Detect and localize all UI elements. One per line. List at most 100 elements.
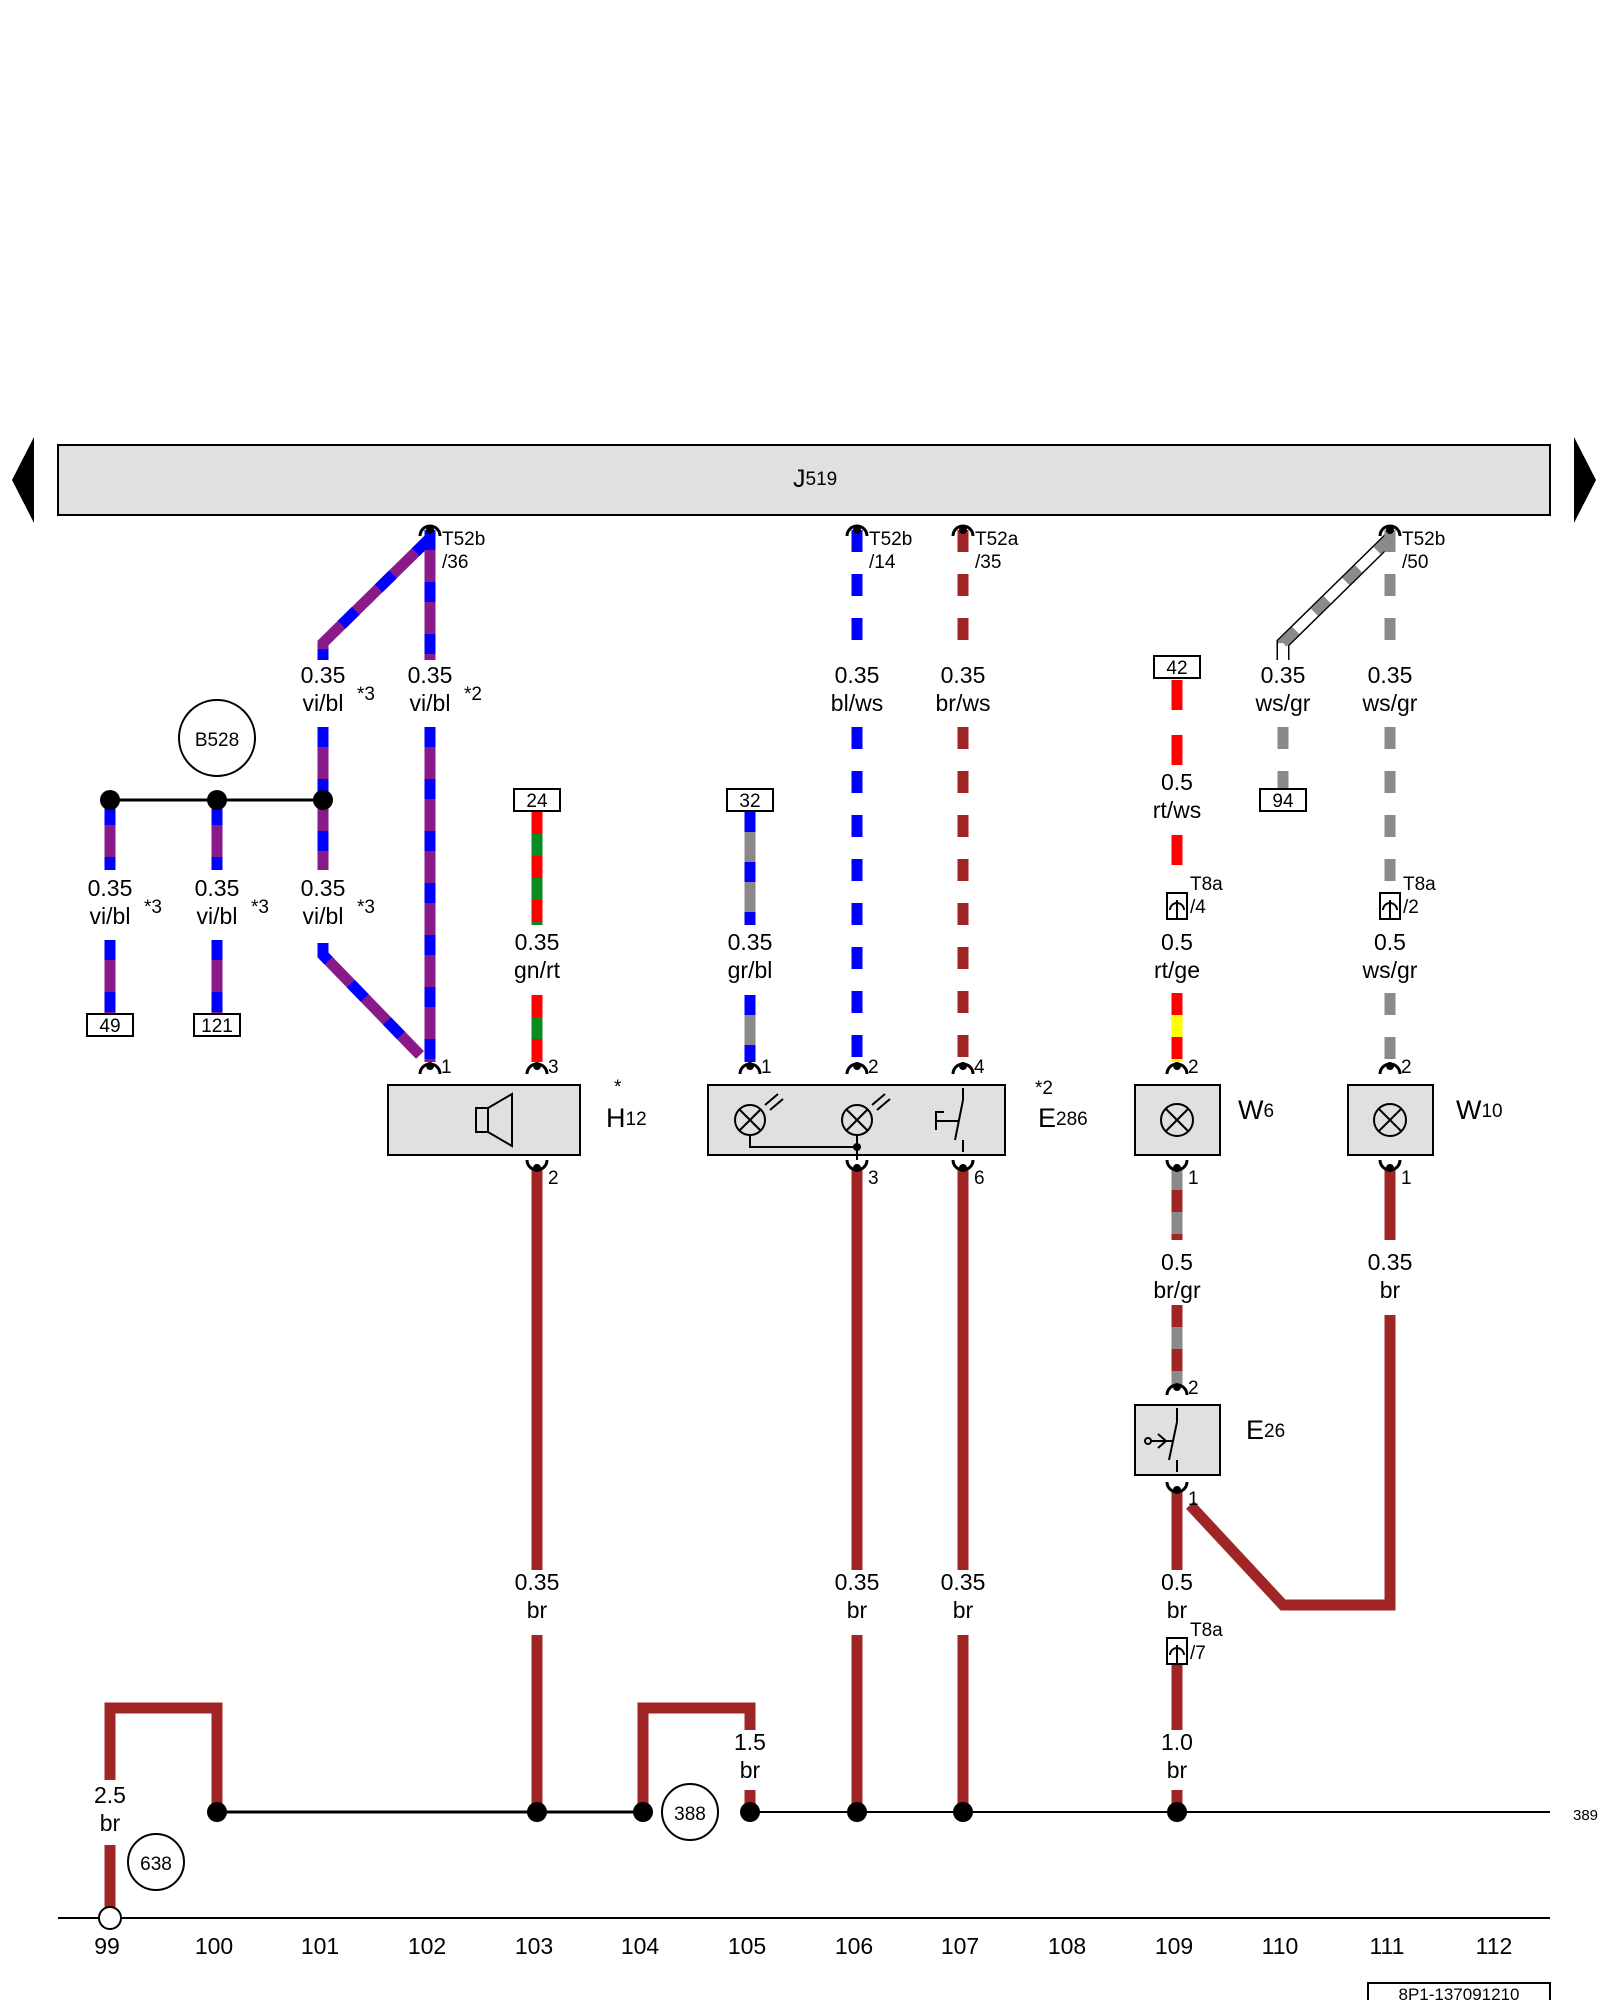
terminal-label: 42 <box>1166 658 1187 679</box>
component-h12 <box>387 1084 581 1156</box>
terminal-ref-42[interactable] <box>1153 655 1201 679</box>
footnote-3: *3 <box>357 897 375 918</box>
column-number: 100 <box>195 1933 233 1959</box>
terminal-ref-24[interactable] <box>513 788 561 812</box>
column-number: 112 <box>1476 1933 1513 1959</box>
wire-br-105 <box>637 1702 756 1812</box>
module-label: J519 <box>793 465 837 493</box>
connector-t8a-7: T8a/7 <box>1190 1620 1223 1664</box>
connector-t52b-50: T52b/50 <box>1402 529 1445 573</box>
ground-ref-388 <box>661 1783 719 1841</box>
column-number: 105 <box>728 1933 766 1959</box>
connector-t52b-36: T52b/36 <box>442 529 485 573</box>
plug-connector-icon <box>1379 892 1401 920</box>
plug-connector-icon <box>1166 1637 1188 1665</box>
column-number: 101 <box>301 1933 339 1959</box>
column-number: 102 <box>408 1933 446 1959</box>
door-switch-icon <box>1144 1408 1178 1472</box>
ground-ref-638 <box>127 1833 185 1891</box>
terminal-ref-49[interactable] <box>86 1013 134 1037</box>
column-number: 109 <box>1155 1933 1193 1959</box>
column-number: 103 <box>515 1933 553 1959</box>
column-number: 107 <box>941 1933 979 1959</box>
pin-number: 3 <box>548 1057 559 1078</box>
terminal-ref-121[interactable] <box>193 1013 241 1037</box>
wire-br-99 <box>104 1702 223 1812</box>
lamp-icon <box>1160 1103 1194 1137</box>
connector-t8a-2: T8a/2 <box>1403 874 1436 918</box>
terminal-label: 94 <box>1272 791 1294 812</box>
splice-ref-label: B528 <box>195 730 239 751</box>
splice-node <box>207 790 227 810</box>
footnote-star: * <box>614 1077 622 1098</box>
ground-node <box>1167 1802 1187 1822</box>
reference-code: 8P1-137091210 <box>1398 1985 1519 2000</box>
w10-label: W10 <box>1456 1095 1503 1125</box>
e26-label: E26 <box>1246 1415 1285 1445</box>
ground-node <box>847 1802 867 1822</box>
ground-point-open <box>98 1906 122 1930</box>
w6-label: W6 <box>1238 1095 1274 1125</box>
column-number: 99 <box>94 1933 120 1959</box>
terminal-label: 24 <box>526 791 548 812</box>
pin-number: 2 <box>1188 1378 1199 1399</box>
footnote-3: *3 <box>251 897 269 918</box>
pin-number: 4 <box>974 1057 985 1078</box>
ground-node <box>953 1802 973 1822</box>
control-module-j519 <box>57 444 1551 516</box>
component-w10 <box>1347 1084 1434 1156</box>
column-number: 104 <box>621 1933 660 1959</box>
ground-ref-label: 638 <box>140 1854 172 1875</box>
ground-node <box>527 1802 547 1822</box>
pin-number: 2 <box>868 1057 879 1078</box>
triangle-left-icon[interactable] <box>12 437 34 523</box>
e286-label: E286 <box>1038 1103 1088 1133</box>
pin-number: 2 <box>1188 1057 1199 1078</box>
pin-number: 2 <box>1401 1057 1412 1078</box>
triangle-right-icon[interactable] <box>1574 437 1596 523</box>
switch-icon <box>935 1088 964 1152</box>
wire-vi-bl-101-low <box>317 943 424 1059</box>
connector-t8a-4: T8a/4 <box>1190 874 1223 918</box>
splice-node <box>100 790 120 810</box>
pin-number: 2 <box>548 1168 559 1189</box>
pin-number: 3 <box>868 1168 879 1189</box>
column-number: 110 <box>1262 1933 1299 1959</box>
terminal-ref-32[interactable] <box>726 788 774 812</box>
pin-number: 1 <box>761 1057 772 1078</box>
speaker-icon <box>475 1092 513 1148</box>
ground-node <box>633 1802 653 1822</box>
h12-label: H12 <box>606 1103 647 1133</box>
splice-ref-b528 <box>178 699 256 777</box>
ground-node <box>207 1802 227 1822</box>
pin-number: 1 <box>1188 1168 1199 1189</box>
column-number: 111 <box>1370 1933 1405 1959</box>
connector-t52a-35: T52a/35 <box>975 529 1019 573</box>
pin-number: 1 <box>1188 1489 1199 1510</box>
footnote-2-e286: *2 <box>1035 1078 1053 1099</box>
column-number: 108 <box>1048 1933 1086 1959</box>
terminal-ref-94[interactable] <box>1259 788 1307 812</box>
pin-number: 1 <box>1401 1168 1412 1189</box>
ground-ref-label: 388 <box>674 1804 706 1825</box>
footnote-2: *2 <box>464 684 482 705</box>
pin-number: 6 <box>974 1168 985 1189</box>
lamp-link-wire <box>749 1135 858 1148</box>
